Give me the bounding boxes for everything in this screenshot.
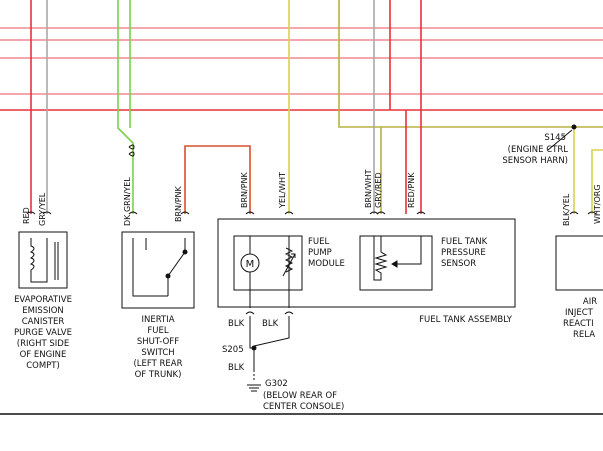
label-brn-wht: BRN/WHT — [364, 169, 373, 208]
label-brn-pnk-2: BRN/PNK — [240, 171, 249, 208]
evap-line-5: (RIGHT SIDE — [17, 339, 69, 349]
splice-s145-dot — [571, 124, 577, 130]
fuel-tank-assembly-box — [217, 218, 516, 308]
connectors — [26, 144, 597, 215]
air-line-1: AIR — [583, 297, 597, 307]
splice-s205-dot — [251, 345, 257, 351]
inertia-line-1: INERTIA — [141, 315, 174, 325]
evap-line-6: OF ENGINE — [20, 350, 67, 360]
sensor-internals — [373, 236, 422, 281]
label-g302-loc-2: CENTER CONSOLE) — [263, 402, 344, 412]
wire-wht-org — [591, 149, 603, 214]
label-dk-grn-yel: DK GRN/YEL — [123, 177, 132, 226]
label-gry-red: GRY/RED — [374, 172, 383, 208]
bus-olive — [338, 0, 603, 128]
sensor-line-2: PRESSURE — [441, 248, 486, 258]
sensor-line-3: SENSOR — [441, 259, 476, 269]
wire-brn-pnk-1 — [184, 145, 251, 214]
label-red-pnk: RED/PNK — [407, 172, 416, 208]
inertia-line-5: (LEFT REAR — [133, 359, 182, 369]
label-blk-yel: BLK/YEL — [562, 193, 571, 226]
coil-icon — [29, 238, 59, 283]
motor-icon — [240, 253, 260, 273]
sensor-line-1: FUEL TANK — [441, 237, 488, 247]
pump-module-box — [233, 235, 303, 291]
evap-line-2: EMISSION — [22, 306, 64, 316]
label-s205: S205 — [222, 345, 244, 355]
label-g302-loc-1: (BELOW REAR OF — [263, 391, 337, 401]
label-yel-wht: YEL/WHT — [278, 172, 287, 209]
label-wht-org: WHT/ORG — [593, 184, 602, 224]
label-s145-loc-2: SENSOR HARN) — [502, 156, 568, 166]
pressure-sensor-box — [359, 235, 433, 291]
label-s145-loc-1: (ENGINE CTRL — [508, 145, 569, 155]
inertia-switch-box — [121, 231, 195, 309]
air-line-2: INJECT — [565, 308, 594, 318]
label-blk-2: BLK — [262, 319, 279, 329]
label-gry-yel: GRY/YEL — [38, 192, 47, 226]
evap-line-3: CANISTER — [22, 317, 65, 327]
label-brn-pnk-1: BRN/PNK — [174, 185, 183, 222]
evap-line-1: EVAPORATIVE — [14, 295, 72, 305]
motor-symbol: M — [246, 259, 255, 270]
label-g302: G302 — [265, 379, 288, 389]
pump-line-3: MODULE — [308, 259, 345, 269]
wire-dk-grn-yel — [117, 0, 134, 214]
pump-line-2: PUMP — [308, 248, 332, 258]
pump-line-1: FUEL — [308, 237, 329, 247]
splice-s145-arrow — [547, 129, 573, 151]
evap-line-4: PURGE VALVE — [14, 328, 72, 338]
inertia-line-6: OF TRUNK) — [135, 370, 182, 380]
inertia-line-3: SHUT-OFF — [137, 337, 179, 347]
label-blk-1: BLK — [228, 319, 245, 329]
air-line-4: RELA — [573, 330, 595, 340]
ground-wiring — [245, 290, 294, 392]
evap-valve-box — [18, 231, 68, 289]
label-blk-3: BLK — [228, 363, 245, 373]
air-relay-box — [555, 235, 603, 291]
fuel-tank-assembly-label: FUEL TANK ASSEMBLY — [419, 315, 513, 325]
label-s145: S145 — [544, 133, 566, 143]
label-red: RED — [22, 207, 31, 224]
pump-internals — [249, 236, 296, 290]
inertia-line-4: SWITCH — [141, 348, 174, 358]
inertia-line-2: FUEL — [147, 326, 168, 336]
switch-icon — [132, 238, 188, 297]
air-line-3: REACTI — [563, 319, 594, 329]
evap-line-7: COMPT) — [26, 361, 60, 371]
